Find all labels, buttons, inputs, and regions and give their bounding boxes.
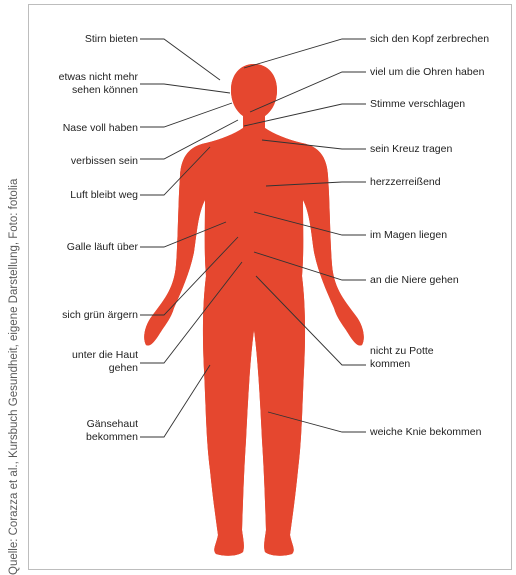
right-label-sein-kreuz-tragen: sein Kreuz tragen bbox=[370, 143, 452, 156]
leader-left-3 bbox=[140, 103, 232, 127]
leader-right-1 bbox=[244, 39, 366, 68]
right-label-weiche-knie-bekommen: weiche Knie bekommen bbox=[370, 426, 481, 439]
right-label-sich-den-kopf-zerbrechen: sich den Kopf zerbrechen bbox=[370, 33, 489, 46]
right-label-viel-um-die-ohren-haben: viel um die Ohren haben bbox=[370, 66, 484, 79]
left-label-galle-läuft-über: Galle läuft über bbox=[36, 241, 138, 254]
left-label-nase-voll-haben: Nase voll haben bbox=[36, 122, 138, 135]
left-label-stirn-bieten: Stirn bieten bbox=[50, 33, 138, 46]
leader-left-2 bbox=[140, 84, 230, 93]
right-label-im-magen-liegen: im Magen liegen bbox=[370, 229, 447, 242]
right-label-an-die-niere-gehen: an die Niere gehen bbox=[370, 274, 459, 287]
right-label-stimme-verschlagen: Stimme verschlagen bbox=[370, 98, 465, 111]
left-label-luft-bleibt-weg: Luft bleibt weg bbox=[36, 189, 138, 202]
right-label-herzzerreißend: herzzerreißend bbox=[370, 176, 441, 189]
left-label-sich-grün-ärgern: sich grün ärgern bbox=[36, 309, 138, 322]
leader-left-1 bbox=[140, 39, 220, 80]
left-label-verbissen-sein: verbissen sein bbox=[36, 155, 138, 168]
leader-left-9 bbox=[140, 365, 210, 437]
